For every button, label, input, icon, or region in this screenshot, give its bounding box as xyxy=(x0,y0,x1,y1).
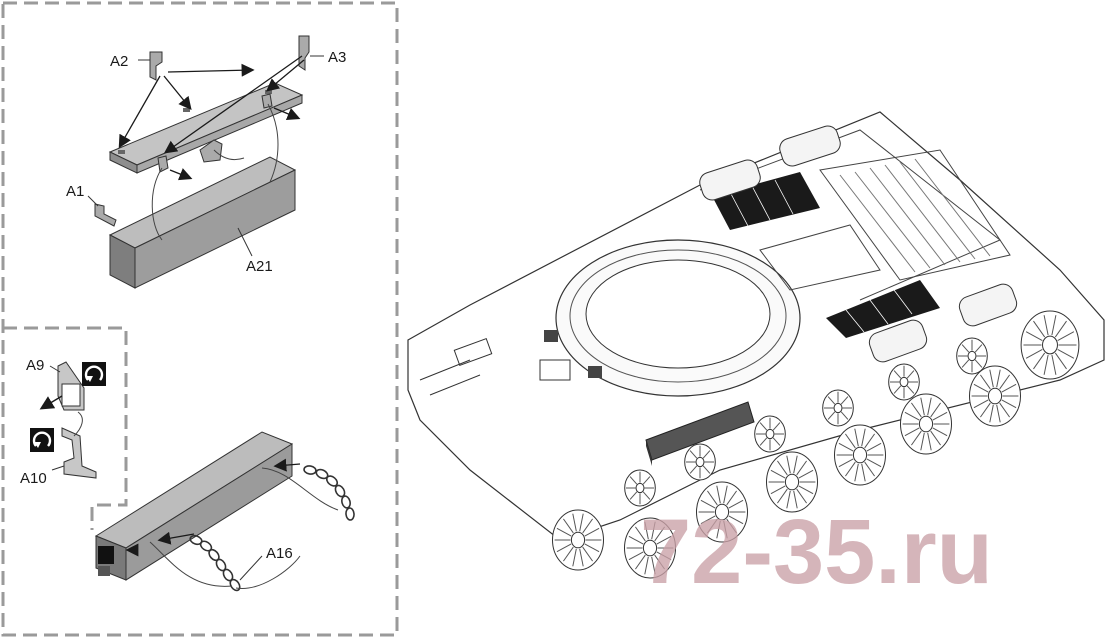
watermark-text: 72-35.ru xyxy=(640,501,993,603)
dashed-frames xyxy=(1,1,399,637)
bend-up-icon xyxy=(82,362,106,386)
part-a10 xyxy=(61,427,97,479)
step-lid-assembly xyxy=(87,35,324,289)
label-a2: A2 xyxy=(110,53,128,70)
road-wheels xyxy=(552,310,1080,579)
engine-grille-front xyxy=(712,172,820,230)
label-a16: A16 xyxy=(266,545,293,562)
fuel-drums xyxy=(699,125,1018,363)
label-a21: A21 xyxy=(246,258,273,275)
arrow-icon xyxy=(39,395,63,410)
road-wheel xyxy=(684,443,716,481)
road-wheel xyxy=(834,424,886,486)
road-wheel xyxy=(766,451,818,513)
drive-sprocket xyxy=(1020,310,1080,380)
road-wheel xyxy=(696,481,748,543)
turret-ring-inner xyxy=(585,259,771,369)
clip-a1 xyxy=(94,203,117,227)
road-wheel xyxy=(552,509,604,571)
engine-grille-rear xyxy=(826,280,940,338)
road-wheel xyxy=(900,393,952,455)
road-wheel xyxy=(956,337,988,375)
box-a21-side xyxy=(134,169,296,289)
step-inset-bend xyxy=(30,361,106,479)
label-a9: A9 xyxy=(26,357,44,374)
road-wheel xyxy=(822,389,854,427)
box-final-side xyxy=(125,443,293,581)
label-a10: A10 xyxy=(20,470,47,487)
road-wheel xyxy=(624,517,676,579)
part-labels: A2 A3 A1 A21 A9 A10 A16 xyxy=(20,49,346,562)
road-wheel xyxy=(754,415,786,453)
road-wheel xyxy=(969,365,1021,427)
tank-hull xyxy=(407,111,1105,541)
engine-vent-louvers xyxy=(839,158,991,273)
step-box-chain xyxy=(94,431,355,592)
clip-a3 xyxy=(298,35,310,71)
chain-icon xyxy=(189,465,355,592)
bend-down-icon xyxy=(30,428,54,452)
label-a1: A1 xyxy=(66,183,84,200)
clip-a2 xyxy=(149,51,163,81)
label-a3: A3 xyxy=(328,49,346,66)
road-wheel xyxy=(624,469,656,507)
road-wheel xyxy=(888,363,920,401)
